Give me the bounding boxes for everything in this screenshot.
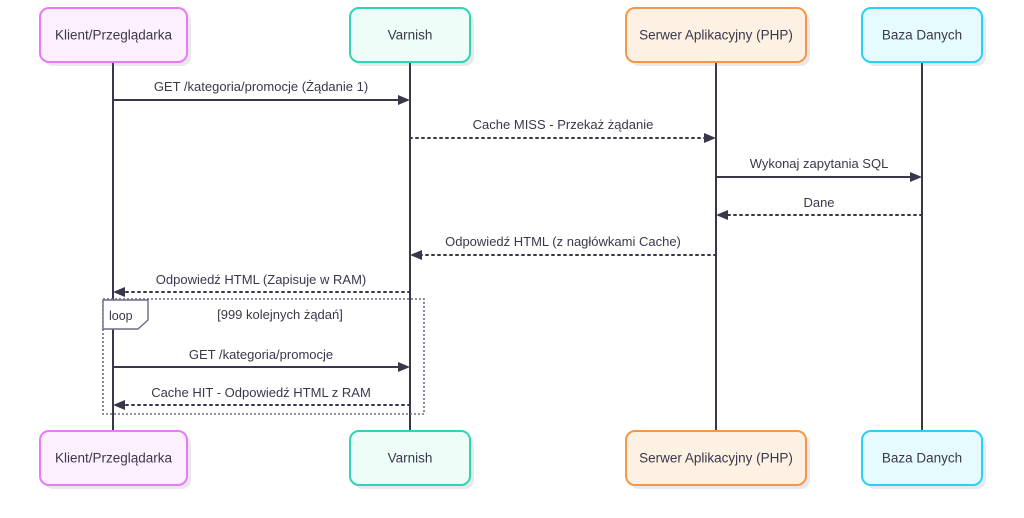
message-label: GET /kategoria/promocje (Żądanie 1) — [154, 79, 368, 94]
messages: GET /kategoria/promocje (Żądanie 1) Cach… — [113, 79, 923, 410]
loop-keyword-box — [102, 299, 149, 330]
loop-keyword-label: loop — [109, 309, 133, 323]
participant-varnish-top[interactable]: Varnish — [349, 7, 474, 66]
message-wykonaj-zapytania-sql: Wykonaj zapytania SQL — [716, 156, 922, 182]
message-odpowiedz-html-z-naglowkami-cache: Odpowiedź HTML (z nagłówkami Cache) — [410, 234, 717, 260]
loop-title-label: [999 kolejnych żądań] — [217, 307, 343, 322]
participants-top: Klient/Przeglądarka Varnish Serwer Aplik… — [39, 7, 986, 66]
arrow-head-left-icon — [113, 287, 125, 297]
message-label: Cache HIT - Odpowiedź HTML z RAM — [151, 385, 371, 400]
message-label: GET /kategoria/promocje — [189, 347, 333, 362]
arrow-head-right-icon — [398, 95, 410, 105]
participant-db-bottom[interactable]: Baza Danych — [861, 430, 986, 489]
participant-klient-bottom[interactable]: Klient/Przeglądarka — [39, 430, 191, 489]
message-odpowiedz-html-zapisuje-w-ram: Odpowiedź HTML (Zapisuje w RAM) — [113, 272, 411, 297]
participant-box[interactable] — [349, 430, 471, 486]
message-label: Dane — [803, 195, 834, 210]
arrow-head-left-icon — [113, 400, 125, 410]
message-label: Wykonaj zapytania SQL — [750, 156, 889, 171]
message-dane: Dane — [716, 195, 923, 220]
message-label: Cache MISS - Przekaż żądanie — [473, 117, 654, 132]
participants-bottom: Klient/Przeglądarka Varnish Serwer Aplik… — [39, 430, 986, 489]
message-label: Odpowiedź HTML (z nagłówkami Cache) — [445, 234, 681, 249]
participant-label: Klient/Przeglądarka — [55, 451, 173, 466]
participant-label: Baza Danych — [882, 28, 962, 43]
arrow-head-right-icon — [398, 362, 410, 372]
participant-klient-top[interactable]: Klient/Przeglądarka — [39, 7, 191, 66]
participant-box[interactable] — [861, 7, 983, 63]
arrow-head-left-icon — [716, 210, 728, 220]
participant-db-top[interactable]: Baza Danych — [861, 7, 986, 66]
arrow-head-right-icon — [704, 133, 716, 143]
participant-box[interactable] — [625, 430, 807, 486]
participant-box[interactable] — [861, 430, 983, 486]
participant-box[interactable] — [39, 7, 188, 63]
participant-php-top[interactable]: Serwer Aplikacyjny (PHP) — [625, 7, 810, 66]
participant-box[interactable] — [349, 7, 471, 63]
participant-label: Klient/Przeglądarka — [55, 28, 173, 43]
loop-boundary — [102, 298, 425, 415]
participant-label: Baza Danych — [882, 451, 962, 466]
message-get-kategoria-promocje-zadanie-1: GET /kategoria/promocje (Żądanie 1) — [113, 79, 410, 105]
participant-box[interactable] — [39, 430, 188, 486]
lifelines — [112, 62, 923, 431]
arrow-head-right-icon — [910, 172, 922, 182]
participant-label: Varnish — [388, 451, 433, 466]
participant-php-bottom[interactable]: Serwer Aplikacyjny (PHP) — [625, 430, 810, 489]
loop-frame: loop [999 kolejnych żądań] — [102, 298, 425, 415]
participant-label: Serwer Aplikacyjny (PHP) — [639, 28, 793, 43]
participant-box[interactable] — [625, 7, 807, 63]
participant-label: Varnish — [388, 28, 433, 43]
message-cache-miss-przekaz-zadanie: Cache MISS - Przekaż żądanie — [409, 117, 716, 143]
arrow-head-left-icon — [410, 250, 422, 260]
participant-label: Serwer Aplikacyjny (PHP) — [639, 451, 793, 466]
message-cache-hit-odpowiedz-html-z-ram: Cache HIT - Odpowiedź HTML z RAM — [113, 385, 411, 410]
participant-varnish-bottom[interactable]: Varnish — [349, 430, 474, 489]
message-label: Odpowiedź HTML (Zapisuje w RAM) — [156, 272, 366, 287]
message-get-kategoria-promocje: GET /kategoria/promocje — [113, 347, 410, 372]
